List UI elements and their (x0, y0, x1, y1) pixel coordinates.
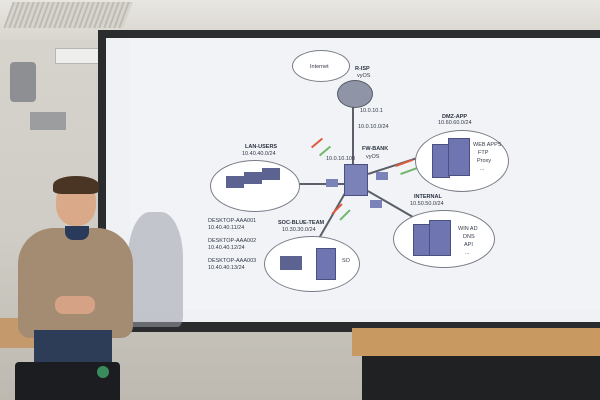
presenter-shadow (128, 212, 183, 327)
internal-subnet: 10.50.50.0/24 (410, 201, 444, 207)
ceiling-vent (3, 2, 133, 28)
link-lan-fw (290, 183, 350, 185)
firewall-ip: 10.0.10.100 (326, 156, 356, 162)
desktop-3-name: DESKTOP-AAA003 (208, 258, 257, 264)
network-diagram-slide: Internet R-ISP vyOS 10.0.10.1 10.0.10.0/… (130, 38, 600, 310)
laptop-icon (280, 256, 302, 270)
firewall-os: vyOS (366, 154, 380, 160)
soc-cloud (264, 236, 360, 292)
switch-icon (370, 200, 382, 208)
dmz-service: ... (480, 166, 485, 172)
internal-service: DNS (463, 234, 475, 240)
dmz-service: WEB APPS (473, 142, 502, 148)
server-icon (316, 248, 336, 280)
desktop-3-ip: 10.40.40.13/24 (208, 265, 245, 271)
lan-users-cloud (210, 160, 300, 212)
link-subnet: 10.0.10.0/24 (358, 124, 389, 130)
allow-arrow-icon (318, 145, 332, 157)
desktop-2-ip: 10.40.40.12/24 (208, 245, 245, 251)
lan-users-subnet: 10.40.40.0/24 (242, 151, 276, 157)
desktop-2-name: DESKTOP-AAA002 (208, 238, 257, 244)
soc-device: SO (342, 258, 350, 264)
dmz-service: Proxy (477, 158, 492, 164)
switch-icon (376, 172, 388, 180)
internal-title: INTERNAL (414, 194, 442, 200)
firewall-icon (344, 164, 368, 196)
presenter-hands (55, 296, 95, 314)
internal-service: WIN AD (458, 226, 478, 232)
allow-arrow-icon (400, 166, 418, 176)
soc-subnet: 10.30.30.0/24 (282, 227, 316, 233)
server-icon (429, 220, 451, 256)
desktop-1-ip: 10.40.40.11/24 (208, 225, 245, 231)
switch-icon (326, 179, 338, 187)
internet-cloud (292, 50, 350, 82)
wall-speaker (10, 62, 36, 102)
allow-arrow-icon (339, 209, 351, 221)
laptop-icon (244, 172, 262, 184)
dmz-service: FTP (478, 150, 489, 156)
desktop-1-name: DESKTOP-AAA001 (208, 218, 257, 224)
presenter-hair (53, 176, 99, 194)
link-isp-fw (352, 96, 354, 176)
air-conditioner (55, 48, 99, 64)
presenter-sweater (18, 228, 133, 338)
internal-service: API (464, 242, 473, 248)
isp-router-os: vyOS (357, 73, 371, 79)
front-desk-body (362, 356, 600, 400)
wall-projector-mount (30, 112, 66, 130)
dmz-subnet: 10.60.60.0/24 (438, 120, 472, 126)
presenter-collar (65, 226, 89, 240)
isp-router-name: R-ISP (355, 66, 370, 72)
attack-arrow-icon (310, 137, 324, 149)
laptop-icon (226, 176, 244, 188)
laptop-icon (262, 168, 280, 180)
isp-ip: 10.0.10.1 (360, 108, 383, 114)
front-desk-top (352, 328, 600, 356)
lan-users-title: LAN-USERS (245, 144, 278, 150)
router-icon (337, 80, 373, 108)
firewall-name: FW-BANK (362, 146, 389, 152)
dmz-title: DMZ-APP (442, 114, 468, 120)
soc-title: SOC-BLUE-TEAM (278, 220, 325, 226)
laptop-sticker-icon (97, 366, 109, 378)
internal-service: ... (465, 250, 470, 256)
internet-label: Internet (310, 64, 329, 70)
server-icon (448, 138, 470, 176)
